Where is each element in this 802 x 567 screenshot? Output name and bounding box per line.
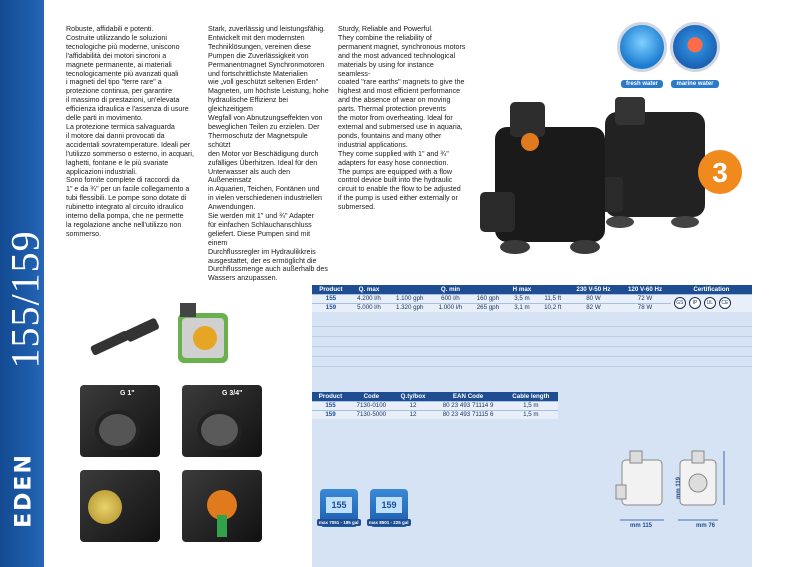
photo-g34-label: G 3/4" (222, 390, 243, 397)
marine-water-icon (670, 22, 720, 72)
text-english-body: Sturdy, Reliable and Powerful. They comb… (338, 25, 466, 212)
code-cell: 7130-0100 (348, 400, 394, 410)
spec-header-1: Q. max (349, 285, 389, 294)
spec-cell: 82 W (567, 302, 620, 312)
package-155-number: 155 (326, 497, 352, 513)
spec-cell: 265 gph (469, 302, 507, 312)
fresh-water-label: fresh water (620, 80, 663, 88)
dim-height: mm 119 (676, 476, 683, 500)
dim-width: mm 76 (696, 523, 716, 529)
photo-coin (80, 470, 160, 542)
photo-g34: G 3/4" (182, 385, 262, 457)
fresh-water-icon (617, 22, 667, 72)
spec-header-7: 230 V-50 Hz (567, 285, 620, 294)
spec-header-6 (537, 285, 568, 294)
spec-cell: 1.320 gph (388, 302, 432, 312)
cert-gs-icon: GS (673, 297, 686, 310)
spec-cell: 1.100 gph (388, 293, 432, 303)
spec-header-0: Product (312, 285, 350, 294)
code-cell: 7130-5000 (348, 409, 394, 419)
photo-g1-label: G 1" (120, 390, 135, 397)
cert-ip-icon: IP (688, 297, 701, 310)
fresh-water-badge: fresh water (617, 22, 667, 90)
text-german-body: Stark, zuverlässig und leistungsfähig. E… (208, 25, 329, 283)
spec-header-8: 120 V-60 Hz (619, 285, 671, 294)
photo-valve (182, 470, 262, 542)
brand-logo: EDEN (11, 453, 37, 528)
spec-cell: 80 W (567, 293, 620, 303)
code-header-2: Q.ty/box (393, 392, 433, 401)
marine-water-badge: marine water (670, 22, 720, 90)
code-cell: 80 23 493 71114 9 (432, 400, 504, 410)
code-header-0: Product (312, 392, 349, 401)
spec-cell: 78 W (619, 302, 671, 312)
text-german: Stark, zuverlässig und leistungsfähig. E… (208, 25, 330, 283)
spec-cell: 155 (312, 293, 350, 303)
code-cell: 159 (312, 409, 349, 419)
code-header-4: Cable length (503, 392, 558, 401)
text-italian-body: Robuste, affidabili e potenti. Costruite… (66, 25, 194, 238)
code-cell: 1,5 m (503, 409, 558, 419)
code-cell: 12 (393, 409, 433, 419)
spec-cell: 3,5 m (506, 293, 538, 303)
code-cell: 80 23 493 71115 6 (432, 409, 504, 419)
code-cell: 12 (393, 400, 433, 410)
photo-g1: G 1" (80, 385, 160, 457)
sidebar: 155/159 EDEN (0, 0, 48, 567)
fittings-cutaway-image (90, 303, 228, 363)
sidebar-band (0, 0, 44, 567)
spec-header-3: Q. min (431, 285, 470, 294)
spec-header-9: Certification (670, 285, 752, 294)
spec-cell: 159 (312, 302, 350, 312)
cert-ul-icon: UL (703, 297, 716, 310)
marine-water-label: marine water (671, 80, 719, 88)
spec-header-2 (388, 285, 432, 294)
spec-cell: 1.000 l/h (431, 302, 470, 312)
pump-product-image: 3 (480, 97, 742, 254)
package-159-number: 159 (376, 497, 402, 513)
page-margin (752, 0, 802, 567)
text-english: Sturdy, Reliable and Powerful. They comb… (338, 25, 468, 212)
spec-cell: 160 gph (469, 293, 507, 303)
code-cell: 155 (312, 400, 349, 410)
warranty-number: 3 (712, 157, 728, 188)
spec-cell: 10,2 ft (537, 302, 568, 312)
spec-header-5: H max (506, 285, 538, 294)
spec-cell: 5.000 l/h (349, 302, 389, 312)
code-header-3: EAN Code (432, 392, 504, 401)
dimension-drawings (615, 450, 725, 521)
code-header-1: Code (348, 392, 394, 401)
spec-header-4 (469, 285, 507, 294)
code-cell: 1,5 m (503, 400, 558, 410)
spec-cell: 72 W (619, 293, 671, 303)
spec-cell: 600 l/h (431, 293, 470, 303)
package-159-label: max 8501 - 225 gal (367, 519, 411, 526)
spec-cell: 4.200 l/h (349, 293, 389, 303)
model-title: 155/159 (2, 230, 48, 369)
dim-length: mm 115 (630, 523, 653, 529)
spec-cell: 3,1 m (506, 302, 538, 312)
package-155-label: max 7051 - 185 gal (317, 519, 361, 526)
cert-ce-icon: CE (718, 297, 731, 310)
text-italian: Robuste, affidabili e potenti. Costruite… (66, 25, 198, 239)
spec-cell: 11,5 ft (537, 293, 568, 303)
